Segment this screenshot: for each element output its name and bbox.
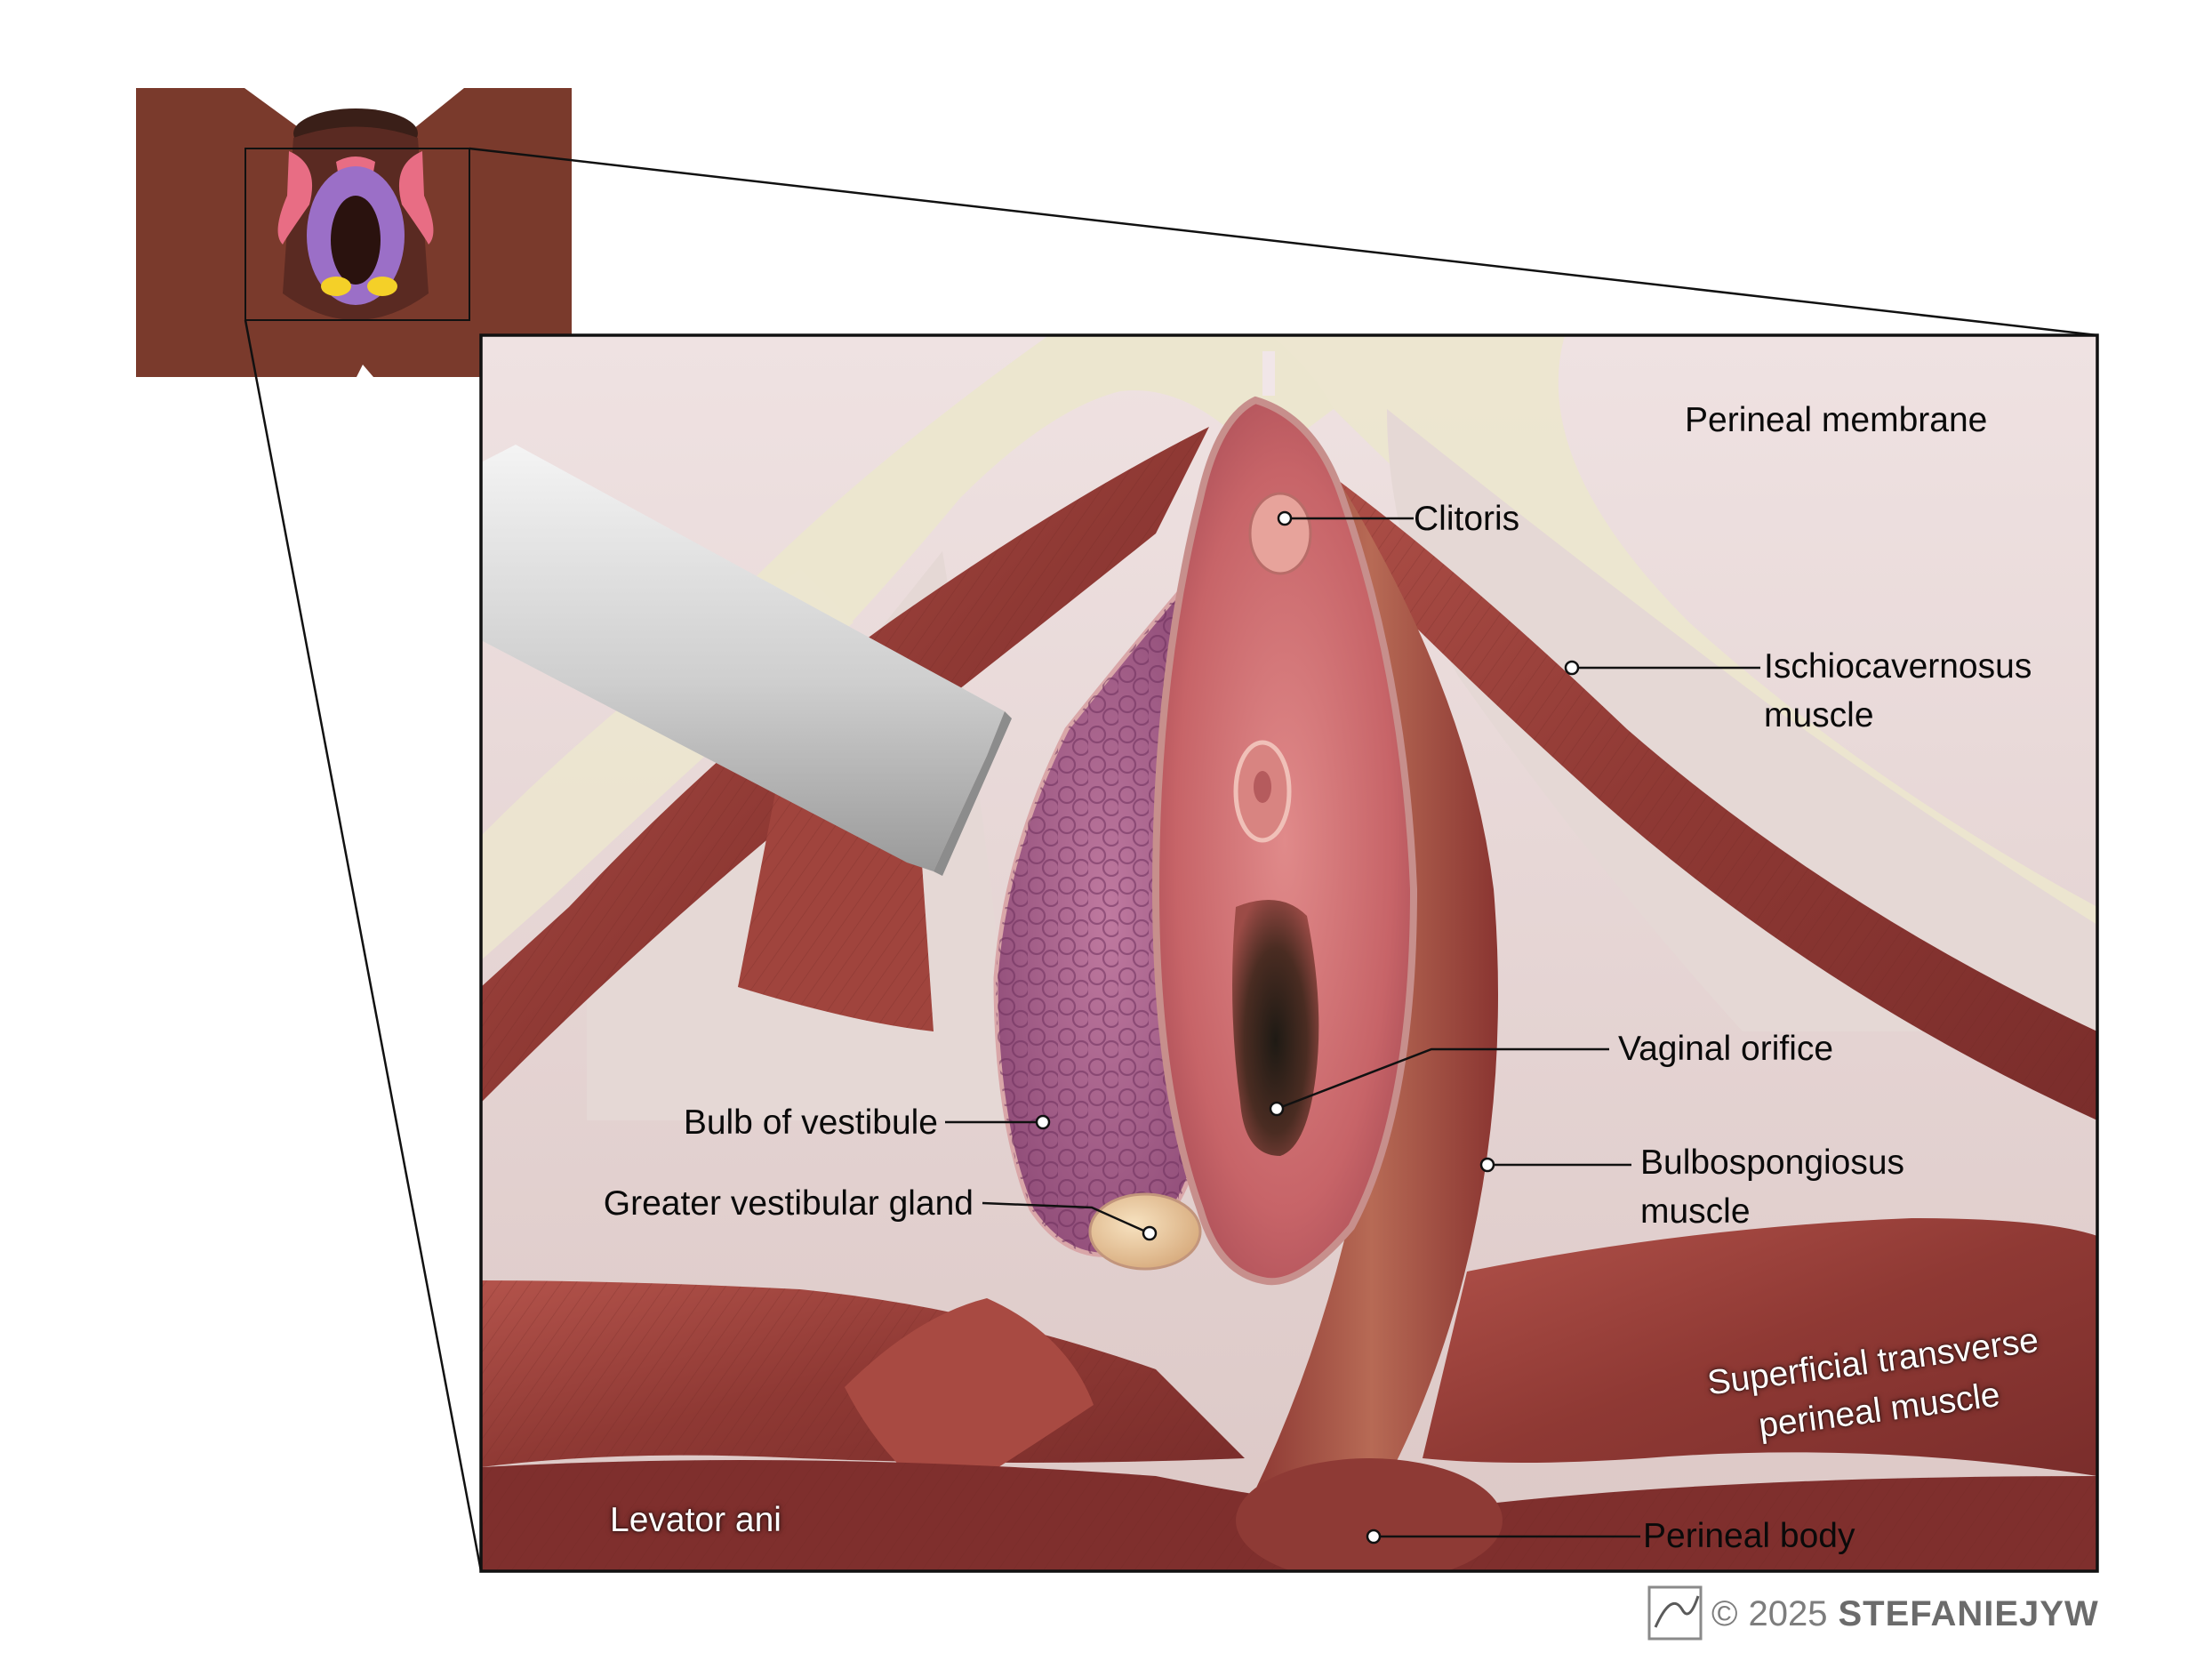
label-clitoris: Clitoris	[1414, 500, 1520, 538]
label-greater-vestibular-gland: Greater vestibular gland	[603, 1184, 974, 1223]
label-superficial-transverse-perineal-muscle: Superficial transverse perineal muscle	[1704, 1320, 2041, 1446]
vestibule	[1151, 396, 1418, 1286]
label-ischiocavernosus-muscle: Ischiocavernosus muscle	[1764, 647, 2032, 735]
superficial-transverse-perineal-muscle	[1423, 1218, 2097, 1476]
label-bulb-of-vestibule: Bulb of vestibule	[683, 1103, 938, 1142]
label-levator-ani: Levator ani	[610, 1501, 781, 1539]
brand-name: STEFANIEJYW	[1838, 1593, 2099, 1633]
signature-logo-icon	[1647, 1585, 1703, 1641]
perineal-body	[1236, 1458, 1503, 1571]
retractor-instrument	[481, 445, 1012, 876]
inset-external-view	[136, 88, 572, 377]
label-bulbospongiosus-muscle: Bulbospongiosus muscle	[1640, 1143, 1905, 1232]
clitoris	[1248, 492, 1312, 575]
leader-lines	[945, 517, 1760, 1538]
watermark: © 2025 STEFANIEJYW	[1649, 1583, 2099, 1645]
label-perineal-body: Perineal body	[1643, 1517, 1855, 1555]
label-perineal-membrane: Perineal membrane	[1685, 401, 1988, 439]
perineal-membrane	[1387, 409, 2097, 1031]
dissection-frame	[479, 333, 2099, 1573]
copyright-symbol: ©	[1711, 1593, 1738, 1633]
pubic-arch-fascia	[711, 335, 1334, 676]
dissection-view	[481, 335, 2097, 1571]
label-vaginal-orifice: Vaginal orifice	[1618, 1030, 1834, 1068]
leader-dots	[1035, 510, 1580, 1545]
copyright-year: 2025	[1748, 1593, 1828, 1633]
vaginal-orifice	[1232, 900, 1319, 1156]
